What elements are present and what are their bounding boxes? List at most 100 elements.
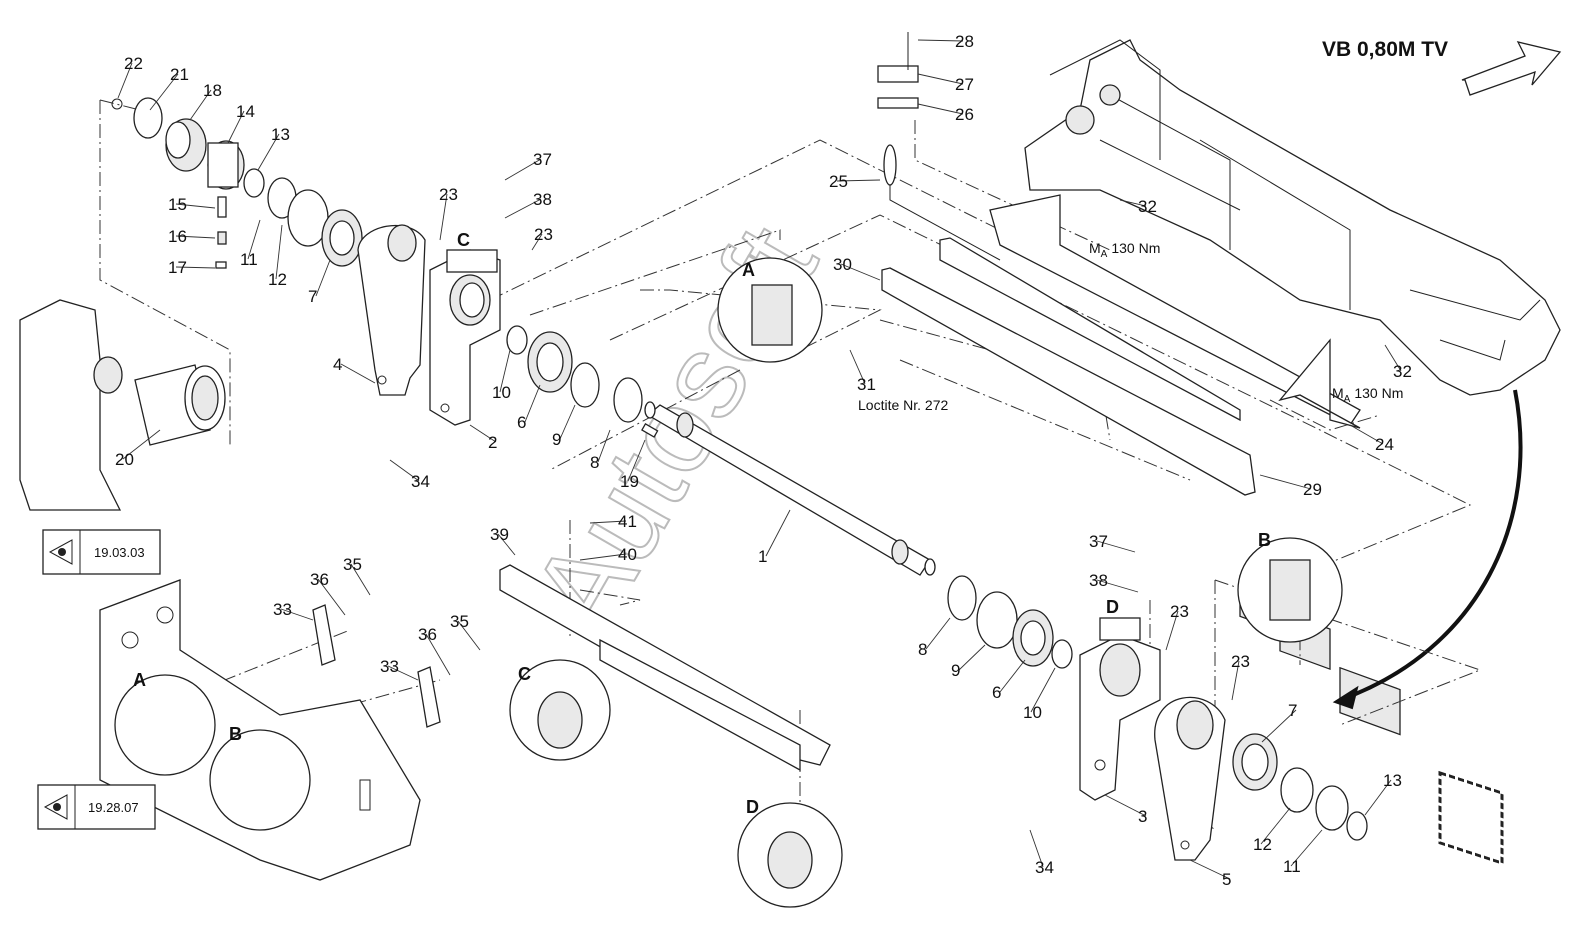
main-shaft-1: [641, 401, 936, 576]
callout-leader: [849, 349, 866, 385]
callout-leader: [1231, 660, 1240, 701]
reference-box-2: 19.28.07: [37, 784, 156, 830]
callout-number: 32: [1393, 362, 1412, 381]
callout-leader: [1030, 667, 1056, 713]
motor-hub-20: [19, 299, 226, 511]
callout-leader: [1189, 859, 1231, 880]
guide-rails-29-30: [881, 237, 1256, 496]
callout-number: 23: [534, 225, 553, 244]
view-direction-arrow: [1461, 41, 1562, 96]
callout-number: 24: [1375, 435, 1394, 454]
detail-letter-b-lower: B: [229, 724, 242, 744]
callout-number: 35: [450, 612, 469, 631]
callout-number: 12: [1253, 835, 1272, 854]
detail-circle-a-lower: [114, 674, 216, 776]
side-cover-39: [499, 564, 831, 772]
callout-leader: [504, 198, 542, 219]
callout-leader: [504, 158, 542, 181]
reference-box-1: 19.03.03: [42, 529, 161, 575]
callout-number: 8: [590, 453, 599, 472]
callout-number: 3: [1138, 807, 1147, 826]
callout-leader: [350, 563, 371, 596]
callout-leader: [958, 644, 986, 671]
callout-number: 11: [1283, 857, 1301, 876]
callout-number: 7: [308, 287, 317, 306]
detail-circle-b-lower: [209, 729, 311, 831]
callout-leader: [1364, 779, 1392, 816]
callout-leader: [917, 73, 964, 85]
callout-number: 29: [1303, 480, 1322, 499]
callout-number: 35: [343, 555, 362, 574]
callout-leader: [531, 233, 543, 251]
callout-leader: [457, 620, 481, 651]
reference-code-1: 19.03.03: [94, 545, 145, 560]
callout-number: 12: [268, 270, 287, 289]
direction-arrow-head: [1332, 685, 1359, 710]
callout-number: 41: [618, 512, 637, 531]
callout-number: 34: [1035, 858, 1054, 877]
detail-circle-b-right: B: [1237, 530, 1343, 643]
callout-leader: [1260, 807, 1291, 845]
callout-leader: [1349, 424, 1384, 445]
outer-bearing-right: [1232, 733, 1368, 841]
callout-number: 37: [1089, 532, 1108, 551]
callout-number: 23: [439, 185, 458, 204]
callout-number: 28: [955, 32, 974, 51]
callout-leader: [497, 533, 516, 556]
callout-number: 26: [955, 105, 974, 124]
callout-number: 21: [170, 65, 189, 84]
callout-leader: [227, 110, 245, 144]
callout-leader: [597, 429, 611, 463]
detail-circle-d-bottom: D: [737, 797, 843, 908]
detail-letter-a: A: [742, 260, 755, 280]
callout-number: 13: [1383, 771, 1402, 790]
callout-leader: [389, 459, 420, 482]
callout-number: 20: [115, 450, 134, 469]
callout-leader: [1096, 540, 1136, 553]
callout-leader: [257, 133, 280, 171]
callout-number: 6: [992, 683, 1001, 702]
lever-arm-5: [1154, 696, 1226, 861]
callout-number: 33: [380, 657, 399, 676]
callout-number: 37: [533, 150, 552, 169]
callout-number: 36: [418, 625, 437, 644]
callout-number: 39: [490, 525, 509, 544]
bearing-bracket-2: [429, 249, 501, 426]
callout-leader: [189, 89, 212, 121]
callout-leader: [317, 578, 346, 616]
callout-number: 32: [1138, 197, 1157, 216]
callout-leader: [999, 659, 1026, 693]
callout-number: 14: [236, 102, 255, 121]
callout-number: 17: [168, 258, 187, 277]
callout-leader: [627, 439, 646, 482]
callout-leader: [559, 404, 576, 440]
callout-leader: [175, 203, 216, 209]
callout-leader: [1119, 199, 1147, 207]
callout-number: 5: [1222, 870, 1231, 889]
callout-leader: [340, 363, 376, 384]
callout-number: 22: [124, 54, 143, 73]
callout-leader: [247, 219, 261, 260]
callout-leader: [149, 73, 179, 111]
callout-leader: [469, 424, 497, 443]
callout-leader: [765, 509, 791, 557]
callout-leader: [315, 259, 331, 297]
callout-leader: [425, 633, 451, 676]
callout-leader: [1384, 344, 1402, 372]
callout-number: 34: [411, 472, 430, 491]
direction-arrow-curved: [1339, 389, 1523, 702]
shaft-bearing-left: [506, 325, 643, 423]
callout-leader: [1104, 794, 1147, 817]
detail-letter-d-2: D: [1106, 597, 1119, 617]
callout-number: 18: [203, 81, 222, 100]
callout-leader: [175, 235, 216, 239]
model-title: VB 0,80M TV: [1322, 38, 1448, 61]
callout-leader: [836, 179, 881, 182]
callout-leader: [117, 62, 133, 99]
callout-number: 10: [1023, 703, 1042, 722]
callout-number: 10: [492, 383, 511, 402]
callout-number: 2: [488, 433, 497, 452]
callout-leader: [925, 617, 951, 650]
